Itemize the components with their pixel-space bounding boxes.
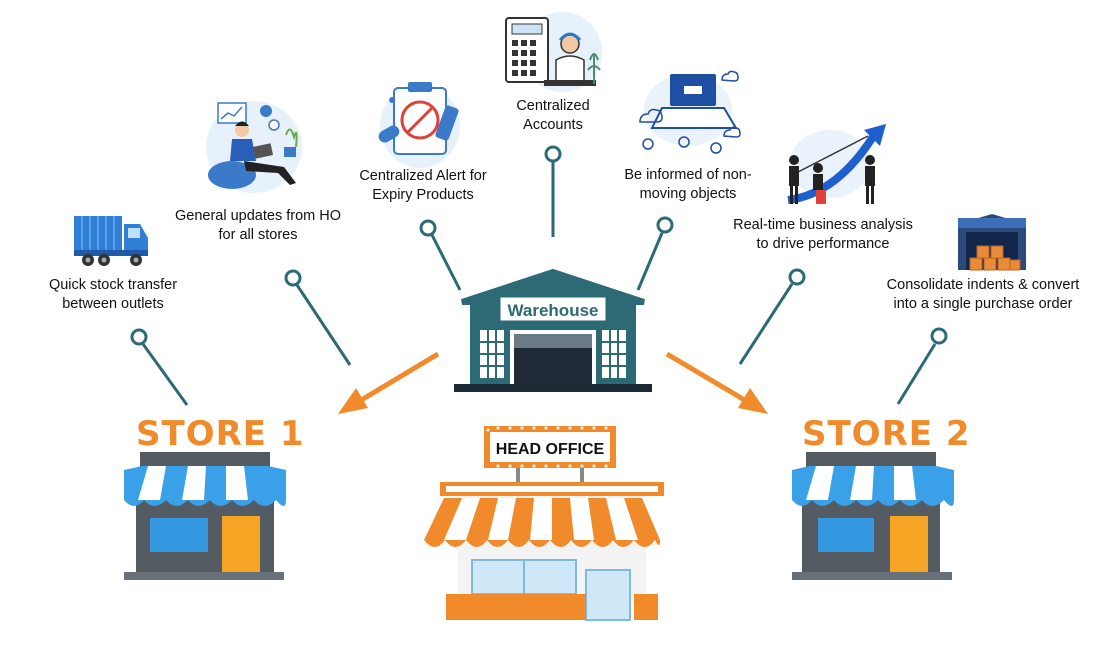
store-1-title: STORE 1 [136,414,305,454]
store-2-building [792,452,954,580]
expiry-clipboard-icon [378,82,460,168]
feature-label-accounts: Centralized Accounts [493,97,613,135]
feature-line: Quick stock transfer [48,277,178,293]
feature-label-non-moving: Be informed of non- moving objects [600,166,776,204]
feature-line: Be informed of non- [624,167,752,183]
laptop-cloud-icon [639,70,741,154]
feature-line: for all stores [218,227,298,243]
head-office-building: HEAD OFFICE [424,426,680,621]
store-2-title: STORE 2 [802,414,971,454]
arrow-to-store-2 [665,351,768,414]
head-office-awning [424,498,680,547]
storage-boxes-icon [958,214,1026,271]
warehouse-building: Warehouse [454,268,652,392]
feature-line: General updates from HO [174,208,342,224]
store-2-awning [792,466,954,506]
growth-arrow-team-icon [787,124,886,204]
connector-stock-transfer [130,328,189,406]
warehouse-label: Warehouse [507,301,598,320]
head-office-label: HEAD OFFICE [496,441,605,458]
feature-line: Centralized [516,98,590,114]
feature-line: into a single purchase order [893,296,1073,312]
feature-label-expiry-alert: Centralized Alert for Expiry Products [340,167,506,205]
calculator-accountant-icon [505,12,602,92]
feature-label-stock-transfer: Quick stock transfer between outlets [28,276,198,314]
feature-line: moving objects [639,186,737,202]
warehouse-sign [497,294,609,324]
feature-line: between outlets [62,296,164,312]
feature-line: to drive performance [756,236,890,252]
person-with-laptop-icon [206,101,302,193]
delivery-truck-icon [74,216,148,266]
feature-line: Consolidate indents & convert [886,277,1080,293]
arrow-to-store-1 [338,351,440,414]
feature-line: Centralized Alert for [359,168,487,184]
connector-expiry-alert [419,219,462,291]
feature-label-general-updates: General updates from HO for all stores [158,207,358,245]
connector-non-moving [636,216,674,291]
connector-business-analysis [738,268,806,365]
feature-line: Real-time business analysis [733,217,913,233]
feature-line: Accounts [523,117,583,133]
store-1-building [124,452,286,580]
feature-label-consolidate: Consolidate indents & convert into a sin… [870,276,1096,314]
connector-consolidate [896,327,948,405]
feature-line: Expiry Products [372,187,474,203]
connector-general-updates [284,269,352,366]
store-1-awning [124,466,286,506]
feature-label-business-analysis: Real-time business analysis to drive per… [716,216,930,254]
connector-accounts [544,145,562,237]
